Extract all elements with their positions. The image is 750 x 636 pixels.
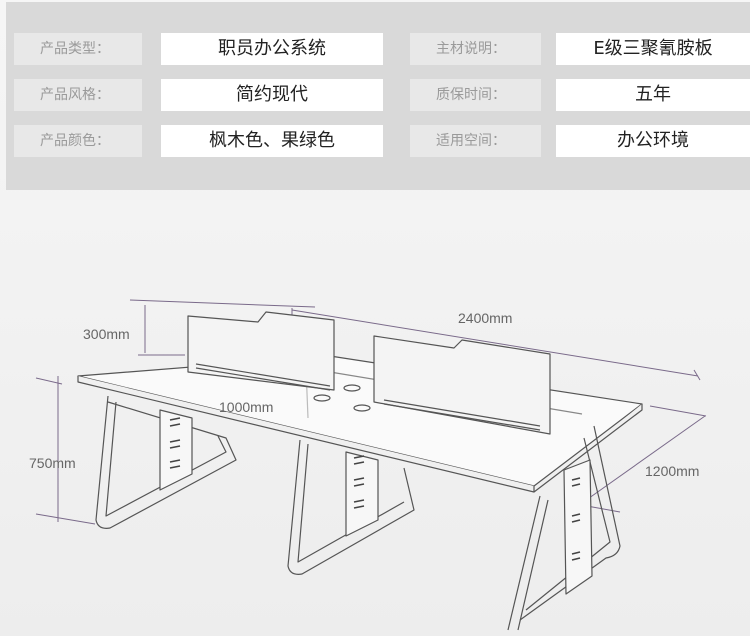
spec-value-color: 枫木色、果绿色 — [161, 125, 383, 157]
leg-left — [95, 395, 237, 529]
leg-middle — [287, 439, 415, 575]
spec-label-space: 适用空间： — [410, 125, 541, 157]
spec-value-space: 办公环境 — [556, 125, 750, 157]
dim-length: 2400mm — [458, 310, 513, 326]
dim-screen-height: 300mm — [83, 326, 130, 342]
dim-height: 750mm — [29, 455, 76, 471]
spec-value-style: 简约现代 — [161, 79, 383, 111]
spec-value-warranty: 五年 — [556, 79, 750, 111]
spec-label-material: 主材说明： — [410, 33, 541, 65]
vent-slots — [169, 417, 581, 561]
spec-label-style: 产品风格： — [14, 79, 142, 111]
desk-drawing — [35, 299, 707, 631]
screen-left — [187, 311, 335, 391]
spec-label-color: 产品颜色： — [14, 125, 142, 157]
leg-right — [507, 495, 549, 631]
dim-unit-width: 1000mm — [219, 399, 274, 415]
spec-value-type: 职员办公系统 — [161, 33, 383, 65]
spec-label-warranty: 质保时间： — [410, 79, 541, 111]
spec-value-material: E级三聚氰胺板 — [556, 33, 750, 65]
spec-label-type: 产品类型： — [14, 33, 142, 65]
dimension-lines — [35, 299, 707, 525]
dim-depth: 1200mm — [645, 463, 700, 479]
